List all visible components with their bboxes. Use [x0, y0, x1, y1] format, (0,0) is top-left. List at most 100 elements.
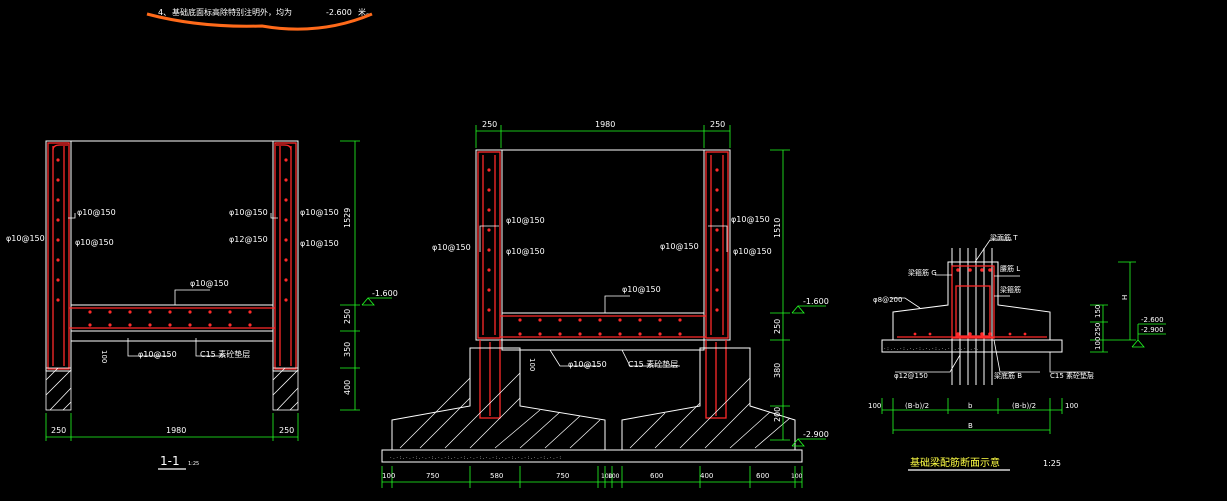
dim-text: B: [968, 422, 973, 430]
section-scale: 1:25: [188, 461, 199, 467]
dim-text: 400: [343, 380, 352, 395]
section-1-1-elevation-marker: -1.600: [361, 289, 398, 306]
section-mid-labels: φ10@150 φ10@150 φ10@150 φ10@150 φ10@150 …: [432, 215, 772, 371]
dim-text: 250: [710, 120, 725, 129]
beam-detail-outline: [881, 248, 1063, 385]
label-waist: 腰筋 L: [1000, 264, 1020, 273]
dim-text: 400: [700, 472, 713, 480]
section-1-1-labels: φ10@150 φ10@150 φ10@150 φ10@150 φ12@150 …: [6, 208, 339, 363]
dim-text: 150: [1094, 305, 1102, 318]
rebar-label: φ10@150: [506, 216, 545, 225]
dim-text: 250: [343, 309, 352, 324]
dim-text: 750: [556, 472, 569, 480]
beam-detail-elevations: -2.600 -2.900: [1131, 316, 1166, 348]
dim-text: 350: [343, 342, 352, 357]
elevation-text: -2.900: [1141, 326, 1164, 334]
section-mid-vertical-dims: [770, 149, 790, 441]
section-1-1-vertical-dims: [340, 140, 360, 411]
rebar-label: φ10@150: [77, 208, 116, 217]
note-elevation: -2.600: [326, 8, 352, 17]
rebar-label: φ10@150: [300, 208, 339, 217]
dim-text: 1510: [773, 218, 782, 238]
beam-detail-bdim-text: 100 (B-b)/2 b (B-b)/2 100 B: [868, 402, 1078, 430]
beam-detail-cushion-dots: · : . · . · : . · . · : . · . · : . · . …: [884, 346, 979, 352]
svg-text:· : . · . · : . · . · : . · .: · : . · . · : . · . · : . · . · : . · . …: [884, 346, 979, 352]
dim-text: b: [968, 402, 973, 410]
cushion-label: C15 素砼垫层: [628, 359, 678, 369]
section-mid-outline: [475, 149, 731, 351]
section-mid-leaders: [479, 225, 728, 367]
rebar-label: φ10@150: [75, 238, 114, 247]
section-mid-cushion-dots: · . · : . · . · : . · . · : . · . · : . …: [390, 455, 561, 461]
rebar-label: φ10@150: [568, 360, 607, 369]
section-1-1-leaders: [68, 213, 278, 357]
section-mid-top-dims: [475, 125, 731, 148]
rebar-label: φ10@150: [6, 234, 45, 243]
dim-text: 100: [1065, 402, 1078, 410]
beam-detail-title: 基础梁配筋断面示意 1:25: [908, 456, 1061, 471]
label-cushion: C15 素砼垫层: [1050, 371, 1094, 380]
rebar-label: φ10@150: [622, 285, 661, 294]
dim-text: 380: [773, 363, 782, 378]
dim-text: 100: [601, 473, 613, 480]
rebar-label: φ10@150: [506, 247, 545, 256]
section-1-1-bdim-text: 250 1980 250: [51, 426, 294, 435]
dim-text: 250: [1094, 323, 1102, 336]
section-1-1-vdim-text: 1529 250 350 400: [343, 208, 352, 395]
beam-detail-dots: [913, 268, 1027, 336]
beam-detail-leaders: [890, 239, 1090, 373]
section-1-1-rebar: [47, 142, 297, 370]
section-mid-vdim-text: 1510 250 380 200: [773, 218, 782, 422]
detail-scale: 1:25: [1043, 459, 1061, 468]
dim-text: 1980: [166, 426, 186, 435]
dim-text: 250: [51, 426, 66, 435]
beam-detail-vdim-text: 150 250 100 H: [1094, 295, 1129, 350]
side-dim: 100: [528, 358, 536, 371]
rebar-label: φ10@150: [733, 247, 772, 256]
dim-text: 100: [382, 472, 395, 480]
dim-text: 750: [426, 472, 439, 480]
note-unit: 米。: [358, 7, 374, 17]
section-1-1-outline: [45, 140, 299, 372]
dim-text: 250: [482, 120, 497, 129]
section-1-1-bottom-dims: [45, 413, 299, 441]
dim-text: 250: [279, 426, 294, 435]
label-top: 梁面筋 T: [990, 233, 1018, 242]
note-prefix: 4、: [158, 8, 171, 17]
dim-text: 100: [608, 473, 620, 480]
dim-text: 600: [756, 472, 769, 480]
note-text: 基础底面标高除特别注明外，均为: [172, 7, 292, 17]
beam-detail-rebar: [897, 265, 1047, 339]
section-mid-foundation: [381, 347, 803, 463]
dim-text: 100: [791, 473, 803, 480]
dim-text: 100: [1094, 337, 1102, 350]
dim-text: 580: [490, 472, 503, 480]
label-cushion-rebar: φ12@150: [894, 372, 928, 380]
svg-text:· . · : . · . · : . · . · : .: · . · : . · . · : . · . · : . · . · : . …: [390, 455, 561, 461]
rebar-label: φ10@150: [660, 242, 699, 251]
detail-title: 基础梁配筋断面示意: [910, 456, 1000, 469]
section-mid-tdim-text: 250 1980 250: [482, 120, 725, 129]
rebar-label: φ12@150: [229, 235, 268, 244]
section-1-1-rebar-dots: [56, 158, 288, 327]
section-mid-rebar: [477, 151, 729, 419]
beam-detail-vertical-dims: [1090, 261, 1136, 353]
dim-text: 1980: [595, 120, 615, 129]
side-dim: 100: [100, 350, 108, 363]
section-1-1: φ10@150 φ10@150 φ10@150 φ10@150 φ12@150 …: [6, 140, 398, 470]
label-bottom: 梁底筋 B: [994, 371, 1022, 380]
label-stirrup2: 梁箍筋: [1000, 285, 1021, 294]
rebar-label: φ10@150: [731, 215, 770, 224]
beam-detail-bottom-dims: [881, 398, 1063, 434]
rebar-label-outer-right-2: φ10@150: [300, 239, 339, 248]
beam-detail-labels: 梁面筋 T 梁箍筋 G 腰筋 L 梁箍筋 φ8@200 φ12@150 梁底筋 …: [873, 233, 1094, 380]
elevation-text: -1.600: [372, 289, 398, 298]
section-mid-elevation-markers: -1.600 -2.900: [791, 297, 829, 447]
cushion-label: C15 素砼垫层: [200, 349, 250, 359]
dim-text: 100: [868, 402, 881, 410]
rebar-label: φ10@150: [432, 243, 471, 252]
dim-text: (B-b)/2: [905, 402, 929, 410]
dim-text: 1529: [343, 208, 352, 228]
dim-text: (B-b)/2: [1012, 402, 1036, 410]
rebar-label: φ10@150: [229, 208, 268, 217]
